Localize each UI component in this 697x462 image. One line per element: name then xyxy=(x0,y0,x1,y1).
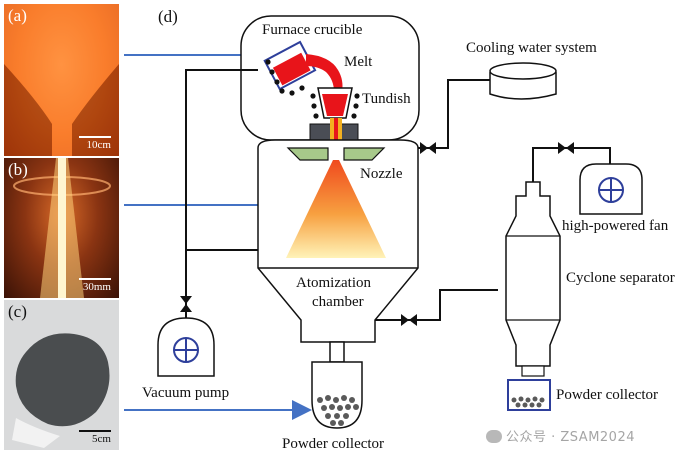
panel-label-d: (d) xyxy=(158,7,178,26)
tundish-melt xyxy=(322,94,348,116)
label-cyclone-separator: Cyclone separator xyxy=(566,270,675,286)
photo-c-powder-pile: (c) 5cm xyxy=(4,300,119,450)
powder-pile-graphic xyxy=(12,333,110,448)
photo-b-atomization-spray: (b) 30mm xyxy=(4,158,119,298)
photo-b-scale: 30mm xyxy=(82,281,111,293)
label-powder-collector-bottom: Powder collector xyxy=(282,436,384,452)
label-vacuum-pump: Vacuum pump xyxy=(142,385,229,401)
scale-bar xyxy=(79,430,111,432)
cooling-valve-right xyxy=(428,142,436,154)
cyclone-valve-right xyxy=(409,314,417,326)
collector-neck xyxy=(329,341,345,363)
nozzle-right xyxy=(343,147,386,161)
atomization-spray xyxy=(286,160,386,258)
label-melt: Melt xyxy=(344,54,373,70)
scale-bar xyxy=(79,136,111,138)
photo-a-scale: 10cm xyxy=(86,139,111,151)
photo-b-tag: (b) xyxy=(8,160,28,179)
powder-particles-bottom xyxy=(317,395,359,426)
tundish-heating-coils xyxy=(310,93,360,119)
powder-collector-right xyxy=(507,379,551,411)
label-furnace-crucible: Furnace crucible xyxy=(262,22,363,38)
nozzle-left xyxy=(286,147,329,161)
melt-flow xyxy=(334,118,338,160)
crucible xyxy=(263,40,317,91)
photo-c-tag: (c) xyxy=(8,302,27,321)
label-powder-collector-right: Powder collector xyxy=(556,387,658,403)
photo-a-melt-crucible: (a) 10cm xyxy=(4,4,119,156)
cyclone-valve-left xyxy=(401,314,409,326)
spray-jet-graphic xyxy=(13,158,111,298)
crucible-heating-coils xyxy=(265,59,305,96)
powder-collector-bottom xyxy=(311,361,363,429)
melt-stream xyxy=(306,54,343,92)
watermark: 公众号 · ZSAM2024 xyxy=(486,426,635,445)
vacuum-valve-top xyxy=(180,296,192,304)
label-tundish: Tundish xyxy=(362,91,411,107)
label-atomization: Atomization xyxy=(296,275,371,291)
wechat-icon xyxy=(486,430,502,443)
watermark-text: 公众号 · ZSAM2024 xyxy=(506,430,635,445)
powder-particles-right xyxy=(511,396,545,408)
photo-a-tag: (a) xyxy=(8,6,27,25)
label-nozzle: Nozzle xyxy=(360,166,403,182)
scale-bar xyxy=(79,278,111,280)
photo-c-scale: 5cm xyxy=(92,433,111,445)
label-chamber: chamber xyxy=(312,294,364,310)
cyclone-separator xyxy=(505,181,561,367)
vacuum-valve-bottom xyxy=(180,304,192,312)
crucible-stream-graphic xyxy=(4,4,119,156)
fan-valve-right xyxy=(566,142,574,154)
cooling-water-tank xyxy=(489,72,557,100)
vacuum-line-furnace xyxy=(185,69,258,318)
cooling-water-line xyxy=(418,79,490,149)
label-high-powered-fan: high-powered fan xyxy=(562,218,669,234)
cooling-valve-left xyxy=(420,142,428,154)
fan-valve-left xyxy=(558,142,566,154)
label-cooling-water-system: Cooling water system xyxy=(466,40,597,56)
